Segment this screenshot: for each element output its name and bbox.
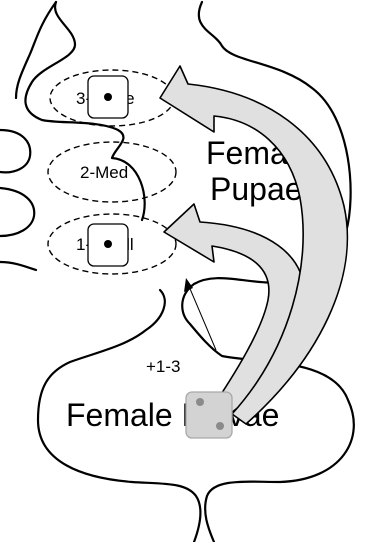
die-small-slot-pip (104, 240, 112, 248)
pupae-label-line2: Pupae (210, 171, 303, 207)
chamber-outline-upper (16, 2, 56, 98)
left-edge-lower (0, 262, 36, 270)
left-bump-bottom (0, 188, 34, 236)
growth-label: +1-3 (146, 357, 181, 376)
growth-arrow-shaft (188, 284, 216, 350)
die-larvae-pip-1 (196, 398, 204, 406)
left-bump-top (0, 130, 30, 172)
die-large-slot-pip (104, 93, 112, 101)
slot-medium-label: 2-Med (80, 163, 128, 182)
die-larvae-pip-2 (216, 422, 224, 430)
die-larvae (186, 392, 232, 438)
